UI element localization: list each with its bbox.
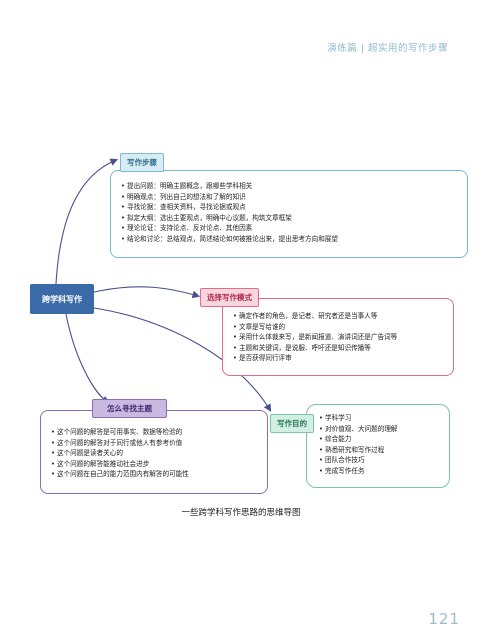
steps-item: 结论和讨论：总结观点，简述结论如何被推论出来，提出思考方向和展望	[121, 234, 467, 245]
center-node: 跨学科写作	[30, 284, 94, 314]
purpose-item: 对价值观、大问题的理解	[319, 424, 449, 435]
topic-item: 这个问题是读者关心的	[51, 448, 267, 459]
arrow-to-mode	[93, 286, 201, 299]
mode-box: 确定作者的角色，是记者、研究者还是当事人等 文章是写给谁的 采用什么体裁来写，是…	[222, 298, 454, 376]
section-header: 演练篇 | 超实用的写作步骤	[327, 43, 448, 54]
arrow-to-steps	[55, 158, 119, 285]
steps-item: 提出问题：明确主题概念，跟哪些学科相关	[121, 181, 467, 192]
steps-box: 提出问题：明确主题概念，跟哪些学科相关 明确观点：列出自己的想法和了解的知识 寻…	[110, 170, 468, 258]
mode-item: 确定作者的角色，是记者、研究者还是当事人等	[233, 311, 453, 322]
mode-item: 主题和关键词，是说服、呼吁还是知识传播等	[233, 343, 453, 354]
steps-item: 理论论证：支持论点、反对论点、其他因素	[121, 223, 467, 234]
topic-item: 这个问题在自己的能力范围内有解答的可能性	[51, 469, 267, 480]
purpose-title: 写作目的	[270, 414, 314, 433]
purpose-item: 综合能力	[319, 434, 449, 445]
purpose-item: 完成写作任务	[319, 466, 449, 477]
purpose-item: 熟悉研究和写作过程	[319, 445, 449, 456]
page-number: 121	[428, 610, 460, 628]
purpose-box: 学科学习 对价值观、大问题的理解 综合能力 熟悉研究和写作过程 团队合作技巧 完…	[306, 404, 450, 488]
arrow-to-purpose	[93, 307, 272, 412]
arrow-to-topic	[65, 313, 110, 404]
topic-item: 这个问题的解答对于同行或他人有参考价值	[51, 438, 267, 449]
mode-title: 选择写作模式	[200, 288, 259, 307]
steps-title: 写作步骤	[120, 153, 164, 172]
mode-item: 采用什么体裁来写，是新闻报道、演讲词还是广告词等	[233, 332, 453, 343]
purpose-item: 学科学习	[319, 413, 449, 424]
topic-box: 这个问题的解答是可用事实、数据等检验的 这个问题的解答对于同行或他人有参考价值 …	[40, 410, 268, 494]
steps-item: 拟定大纲：选出主要观点，明确中心议题，构筑文章框架	[121, 213, 467, 224]
mode-item: 是否获得同行评审	[233, 353, 453, 364]
purpose-item: 团队合作技巧	[319, 455, 449, 466]
figure-caption: 一些跨学科写作思路的思维导图	[181, 508, 301, 518]
topic-title: 怎么寻找主题	[92, 399, 167, 418]
mode-item: 文章是写给谁的	[233, 322, 453, 333]
topic-item: 这个问题的解答是可用事实、数据等检验的	[51, 427, 267, 438]
topic-item: 这个问题的解答能推动社会进步	[51, 459, 267, 470]
steps-item: 明确观点：列出自己的想法和了解的知识	[121, 192, 467, 203]
steps-item: 寻找论据：查相关资料，寻找论据或观点	[121, 202, 467, 213]
